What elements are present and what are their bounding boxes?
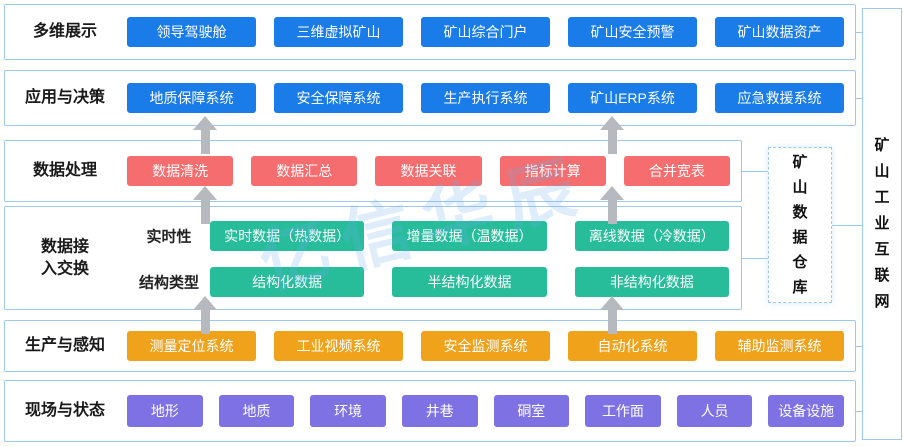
subrow-label: 实时性 bbox=[146, 228, 192, 246]
up-arrow-icon bbox=[193, 186, 217, 224]
layer-data-exchange: 数据接 入交换 实时性 实时数据（热数据） 增量数据（温数据） 离线数据（冷数据… bbox=[4, 206, 742, 310]
layer-label: 生产与感知 bbox=[24, 337, 105, 355]
diagram-node: 离线数据（冷数据） bbox=[574, 221, 729, 251]
node-group: 数据清洗 数据汇总 数据关联 指标计算 合并宽表 bbox=[127, 156, 731, 186]
subrow-realtime: 实时性 实时数据（热数据） 增量数据（温数据） 离线数据（冷数据） bbox=[5, 221, 741, 251]
connector-line bbox=[856, 346, 862, 347]
diagram-node: 井巷 bbox=[401, 395, 478, 427]
diagram-node: 设备设施 bbox=[768, 395, 844, 427]
layer-production-perception: 生产与感知 测量定位系统 工业视频系统 安全监测系统 自动化系统 辅助监测系统 bbox=[4, 320, 856, 372]
diagram-node: 矿山综合门户 bbox=[421, 17, 550, 47]
layer-label: 现场与状态 bbox=[24, 402, 105, 420]
layer-site-status: 现场与状态 地形 地质 环境 井巷 硐室 工作面 人员 设备设施 bbox=[4, 380, 856, 442]
layer-data-processing: 数据处理 数据清洗 数据汇总 数据关联 指标计算 合并宽表 bbox=[4, 140, 742, 202]
diagram-node: 自动化系统 bbox=[568, 331, 697, 361]
layer-application-decision: 应用与决策 地质保障系统 安全保障系统 生产执行系统 矿山ERP系统 应急救援系… bbox=[4, 70, 856, 126]
connector-line bbox=[856, 32, 862, 33]
diagram-node: 增量数据（温数据） bbox=[392, 221, 547, 251]
diagram-node: 安全监测系统 bbox=[421, 331, 550, 361]
connector-line bbox=[832, 225, 862, 226]
diagram-node: 生产执行系统 bbox=[421, 83, 550, 113]
diagram-node: 非结构化数据 bbox=[574, 267, 729, 297]
layer-label: 应用与决策 bbox=[24, 89, 105, 107]
diagram-node: 人员 bbox=[676, 395, 753, 427]
node-group: 测量定位系统 工业视频系统 安全监测系统 自动化系统 辅助监测系统 bbox=[127, 331, 844, 361]
connector-line bbox=[742, 258, 768, 259]
diagram-node: 数据关联 bbox=[375, 156, 482, 186]
node-group: 地形 地质 环境 井巷 硐室 工作面 人员 设备设施 bbox=[127, 395, 844, 427]
layer-label: 多维展示 bbox=[32, 23, 97, 41]
diagram-node: 地形 bbox=[127, 395, 203, 427]
diagram-node: 矿山数据资产 bbox=[715, 17, 844, 47]
diagram-node: 结构化数据 bbox=[210, 267, 365, 297]
connector-line bbox=[742, 171, 768, 172]
diagram-node: 指标计算 bbox=[499, 156, 606, 186]
connector-line bbox=[856, 98, 862, 99]
layer-multidim-display: 多维展示 领导驾驶舱 三维虚拟矿山 矿山综合门户 矿山安全预警 矿山数据资产 bbox=[4, 4, 856, 60]
up-arrow-icon bbox=[600, 186, 624, 224]
diagram-node: 地质 bbox=[218, 395, 295, 427]
node-group: 领导驾驶舱 三维虚拟矿山 矿山综合门户 矿山安全预警 矿山数据资产 bbox=[127, 17, 844, 47]
diagram-node: 矿山ERP系统 bbox=[568, 83, 697, 113]
diagram-node: 辅助监测系统 bbox=[715, 331, 844, 361]
diagram-node: 半结构化数据 bbox=[392, 267, 547, 297]
up-arrow-icon bbox=[193, 116, 217, 154]
industrial-internet-bar: 矿 山 工 业 互 联 网 bbox=[862, 8, 902, 440]
diagram-node: 工业视频系统 bbox=[274, 331, 403, 361]
diagram-node: 测量定位系统 bbox=[127, 331, 256, 361]
layer-label: 数据接 入交换 bbox=[40, 238, 89, 277]
diagram-node: 硐室 bbox=[493, 395, 570, 427]
connector-line bbox=[856, 411, 862, 412]
diagram-node: 合并宽表 bbox=[623, 156, 731, 186]
up-arrow-icon bbox=[600, 116, 624, 154]
node-group: 地质保障系统 安全保障系统 生产执行系统 矿山ERP系统 应急救援系统 bbox=[127, 83, 844, 113]
diagram-node: 安全保障系统 bbox=[274, 83, 403, 113]
diagram-node: 地质保障系统 bbox=[127, 83, 256, 113]
node-group: 实时数据（热数据） 增量数据（温数据） 离线数据（冷数据） bbox=[210, 221, 729, 251]
diagram-node: 实时数据（热数据） bbox=[210, 221, 365, 251]
subrow-label: 结构类型 bbox=[138, 274, 199, 292]
layer-label: 数据处理 bbox=[32, 162, 97, 180]
diagram-node: 领导驾驶舱 bbox=[127, 17, 256, 47]
node-group: 结构化数据 半结构化数据 非结构化数据 bbox=[210, 267, 729, 297]
up-arrow-icon bbox=[600, 296, 624, 334]
diagram-node: 环境 bbox=[310, 395, 386, 427]
diagram-node: 应急救援系统 bbox=[715, 83, 844, 113]
diagram-node: 矿山安全预警 bbox=[568, 17, 697, 47]
diagram-node: 数据清洗 bbox=[127, 156, 234, 186]
data-warehouse-box: 矿 山 数 据 仓 库 bbox=[768, 147, 832, 303]
diagram-node: 数据汇总 bbox=[251, 156, 358, 186]
up-arrow-icon bbox=[193, 296, 217, 334]
subrow-structure: 结构类型 结构化数据 半结构化数据 非结构化数据 bbox=[5, 267, 741, 297]
diagram-node: 工作面 bbox=[585, 395, 661, 427]
diagram-node: 三维虚拟矿山 bbox=[274, 17, 403, 47]
